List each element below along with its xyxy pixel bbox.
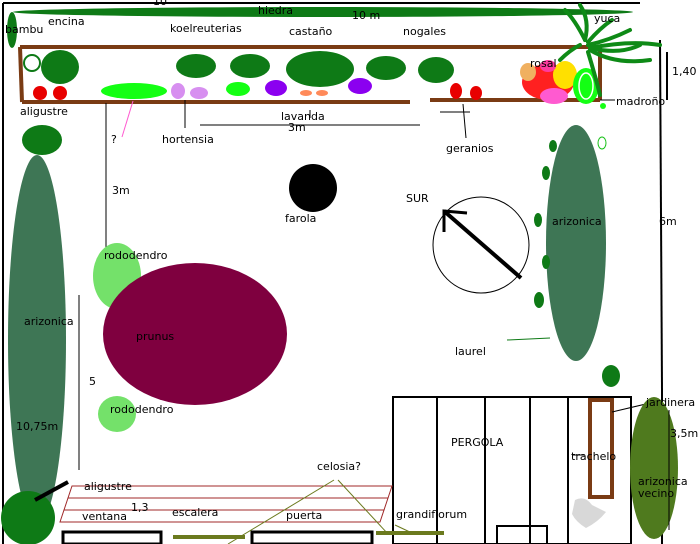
label-ventana: ventana (82, 510, 128, 523)
shrub-r1 (549, 140, 557, 152)
label-hiedra-length: 10 m (352, 9, 381, 22)
label-dim-140: 1,40 (672, 65, 697, 78)
label-rosal: rosal (530, 57, 557, 70)
label-dim-3m-v: 3m (112, 184, 130, 197)
label-dim-35: 3,5m (670, 427, 699, 440)
house-wall (61, 530, 374, 544)
farola-lamp (289, 164, 337, 212)
top-planter (18, 45, 602, 104)
label-bambu: bambu (5, 23, 44, 36)
madrono-dot (600, 103, 606, 109)
label-encina: encina (48, 15, 85, 28)
label-arizonica-vecino: arizonica vecino (638, 475, 688, 501)
geranio-left-2 (53, 86, 67, 100)
label-dim-1075: 10,75m (16, 420, 59, 433)
label-dim-5: 5 (89, 375, 96, 388)
yuca-plant (558, 3, 662, 97)
label-prunus: prunus (136, 330, 175, 343)
prunus-tree (103, 263, 287, 405)
shrub-r6 (602, 365, 620, 387)
label-rododendro-bottom: rododendro (110, 403, 174, 416)
label-jardinera: jardinera (646, 396, 696, 409)
hortensia-2 (190, 87, 208, 99)
label-dim-13: 1,3 (131, 501, 149, 514)
label-puerta: puerta (286, 509, 323, 522)
label-rododendro-top: rododendro (104, 249, 168, 262)
arizonica-right-tree (546, 125, 606, 361)
shrub-r2 (542, 166, 550, 180)
jardinera-planter (588, 398, 614, 499)
green-small (226, 82, 250, 96)
geranio-2 (470, 86, 482, 100)
rosal-magenta (540, 60, 556, 72)
laurel-pointer (506, 337, 551, 341)
koelreuteria-2 (230, 54, 270, 78)
nogal-1 (366, 56, 406, 80)
label-hiedra: hiedra (258, 4, 294, 17)
label-farola: farola (285, 212, 317, 225)
shrub-r1b (597, 136, 607, 150)
label-trachelo: trachelo (571, 450, 617, 463)
label-castano: castaño (289, 25, 333, 38)
label-aligustre-bottom: aligustre (84, 480, 132, 493)
lavanda-orange-2 (316, 90, 328, 96)
label-arizonica-right: arizonica (552, 215, 602, 228)
label-yuca: yuca (594, 12, 621, 25)
label-koelreuterias: koelreuterias (170, 22, 242, 35)
castano-tree (286, 51, 354, 87)
bambu-plant (7, 12, 17, 48)
geranio-1 (450, 83, 462, 99)
label-sur: SUR (406, 192, 429, 205)
label-celosia: celosia? (317, 460, 361, 473)
rosal-yellow (553, 61, 577, 89)
compass-circle (432, 196, 530, 294)
hortensia-bush (101, 83, 167, 99)
label-grandiflorum: grandiflorum (396, 508, 468, 521)
arizonica-vecino-tree (630, 397, 678, 539)
label-pergola: PERGOLA (451, 436, 504, 449)
geranio-left-1 (33, 86, 47, 100)
label-dim-3m-h: 3m (288, 121, 306, 134)
label-hiedra-top: 10 (153, 0, 167, 8)
label-lavanda: lavanda (281, 110, 325, 123)
madrono-tree (573, 68, 599, 104)
label-geranios: geranios (446, 142, 494, 155)
escalera-steps (59, 485, 393, 523)
hortensia-1 (171, 83, 185, 99)
grey-blob (572, 498, 606, 528)
shrub-r4 (542, 255, 550, 269)
madrono-inner (578, 72, 594, 100)
label-dim-6m: 6m (659, 215, 677, 228)
hiedra-hedge (13, 7, 633, 17)
label-madrono: madroño (616, 95, 666, 108)
bottom-tree (1, 491, 55, 544)
rosal-pink (540, 88, 568, 104)
arizonica-left-tree (8, 155, 66, 525)
lavanda-2 (348, 78, 372, 94)
encina-tree (41, 50, 79, 84)
shrub-r5 (534, 292, 544, 308)
label-laurel: laurel (455, 345, 486, 358)
label-hortensia: hortensia (162, 133, 214, 146)
lavanda-1 (265, 80, 287, 96)
aligustre-top-bush (22, 125, 62, 155)
clock-circle (23, 54, 41, 72)
koelreuteria-1 (176, 54, 216, 78)
nogal-2 (418, 57, 454, 83)
rododendro-bottom-bush (98, 396, 136, 432)
label-nogales: nogales (403, 25, 446, 38)
label-escalera: escalera (172, 506, 219, 519)
compass-arrow (442, 209, 523, 280)
label-question: ? (111, 133, 117, 146)
label-arizonica-left: arizonica (24, 315, 74, 328)
lavanda-orange-1 (300, 90, 312, 96)
shrub-r3 (534, 213, 542, 227)
label-aligustre-top: aligustre (20, 105, 68, 118)
rosal-orange (520, 63, 536, 81)
